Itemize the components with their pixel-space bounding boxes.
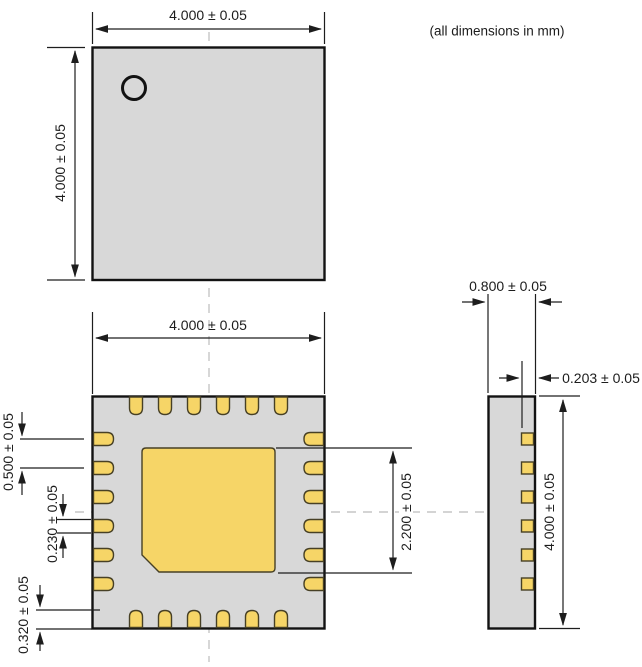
dim-pad-pitch-lines [18,412,84,495]
dim-pad-length-label: 0.320 ± 0.05 [15,576,31,654]
pin1-indicator-circle [121,75,147,101]
pad-left [92,547,115,563]
dim-top-view-width-lines [91,12,326,44]
center-pad [141,447,276,573]
dim-center-pad-label: 2.200 ± 0.05 [398,471,414,553]
pad-right [303,489,325,505]
pad-bottom [244,609,260,629]
top-view-body [91,46,326,282]
side-view [462,294,580,630]
dim-center-pad-lines [276,447,412,574]
side-pad [520,577,535,591]
dim-top-view-width-label: 4.000 ± 0.05 [169,7,247,23]
dim-bottom-view-width-lines [91,312,326,394]
pad-left [92,576,115,592]
pad-right [303,460,325,476]
pad-top [128,396,144,416]
pad-bottom [128,609,144,629]
pad-right [303,547,325,563]
pad-right [303,518,325,534]
pad-bottom [186,609,202,629]
dim-pad-width-label: 0.230 ± 0.05 [44,485,60,563]
dim-pad-length-lines [36,585,100,651]
top-view [47,12,326,282]
pad-top [215,396,231,416]
pad-left [92,460,115,476]
pad-top [157,396,173,416]
bottom-view [18,312,412,651]
dim-top-view-height-lines [47,46,85,281]
dim-side-height-lines [539,395,580,630]
side-pad [520,519,535,533]
pad-bottom [273,609,289,629]
dim-bottom-view-width-label: 4.000 ± 0.05 [169,317,247,333]
dim-top-view-height-label: 4.000 ± 0.05 [52,124,68,202]
dim-pad-depth-lines [499,361,559,428]
dim-pad-width-lines [57,494,91,558]
side-pad [520,432,535,446]
units-note: (all dimensions in mm) [429,23,565,39]
pad-right [303,431,325,447]
dim-side-height-label: 4.000 ± 0.05 [541,473,557,551]
pad-top [273,396,289,416]
pad-top [244,396,260,416]
dim-pad-pitch-label: 0.500 ± 0.05 [0,413,16,491]
pad-left [92,489,115,505]
pad-left [92,518,115,534]
side-view-pads [520,432,535,591]
perimeter-pads [92,396,325,629]
pad-bottom [215,609,231,629]
side-view-body [487,395,537,630]
pad-bottom [157,609,173,629]
dim-body-width-label: 0.800 ± 0.05 [469,278,547,294]
side-pad [520,461,535,475]
dim-body-width-lines [462,294,562,394]
dim-pad-depth-label: 0.203 ± 0.05 [562,370,640,386]
pad-right [303,576,325,592]
side-pad [520,490,535,504]
pad-top [186,396,202,416]
pad-left [92,431,115,447]
side-pad [520,548,535,562]
